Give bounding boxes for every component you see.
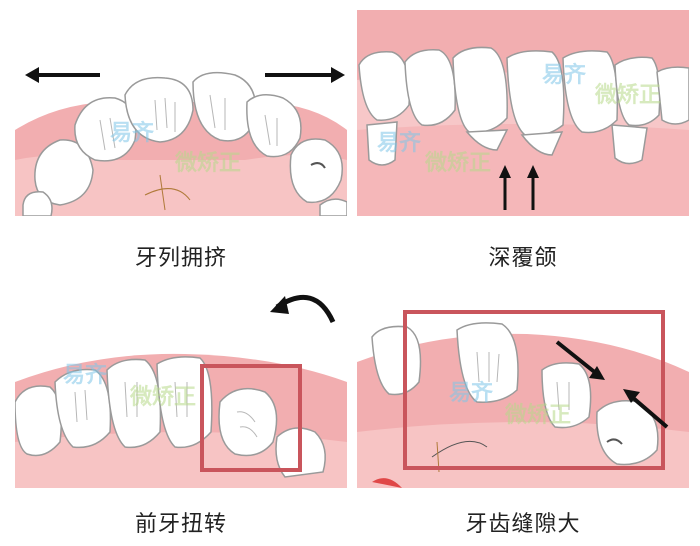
watermark-text-2: 微矫正 xyxy=(594,82,661,108)
crowded-teeth xyxy=(22,71,347,216)
spacing-illustration: 易齐 微矫正 xyxy=(357,282,689,488)
watermark-text-1: 易齐 xyxy=(63,362,108,388)
watermark-text-3: 易齐 xyxy=(377,130,422,156)
watermark-text-1: 易齐 xyxy=(449,380,494,406)
panel-deep-bite: 易齐 微矫正 易齐 微矫正 xyxy=(357,10,689,216)
arrow-up-left-icon xyxy=(499,165,511,210)
spaced-teeth xyxy=(371,322,659,466)
highlight-box xyxy=(200,364,302,472)
panel-rotation: 易齐 微矫正 xyxy=(15,282,347,488)
highlight-box xyxy=(403,310,665,470)
arrow-down-right-icon xyxy=(555,340,605,380)
caption-rotation: 前牙扭转 xyxy=(134,512,227,537)
lower-teeth xyxy=(366,121,648,166)
watermark-text-1: 易齐 xyxy=(110,120,155,146)
watermark-text-4: 微矫正 xyxy=(424,150,491,176)
arrow-up-left-icon xyxy=(623,389,669,429)
panel-crowding: 易齐 微矫正 xyxy=(15,10,347,216)
rotation-illustration: 易齐 微矫正 xyxy=(15,282,347,488)
caption-deep-bite: 深覆颌 xyxy=(488,246,558,271)
crowding-illustration: 易齐 微矫正 xyxy=(15,10,347,216)
watermark-text-2: 微矫正 xyxy=(174,150,241,176)
watermark-text-1: 易齐 xyxy=(542,62,587,88)
panel-spacing: 易齐 微矫正 xyxy=(357,282,689,488)
curved-arrow-icon xyxy=(270,295,336,324)
arrow-up-right-icon xyxy=(527,165,539,210)
watermark-text-2: 微矫正 xyxy=(504,402,571,428)
front-teeth xyxy=(15,356,326,478)
deep-bite-illustration: 易齐 微矫正 易齐 微矫正 xyxy=(357,10,689,216)
arrow-left-icon xyxy=(25,67,100,83)
watermark-text-2: 微矫正 xyxy=(129,384,196,410)
caption-spacing: 牙齿缝隙大 xyxy=(465,512,581,537)
caption-crowding: 牙列拥挤 xyxy=(134,246,227,271)
arrow-right-icon xyxy=(265,67,345,83)
upper-teeth xyxy=(358,46,689,137)
